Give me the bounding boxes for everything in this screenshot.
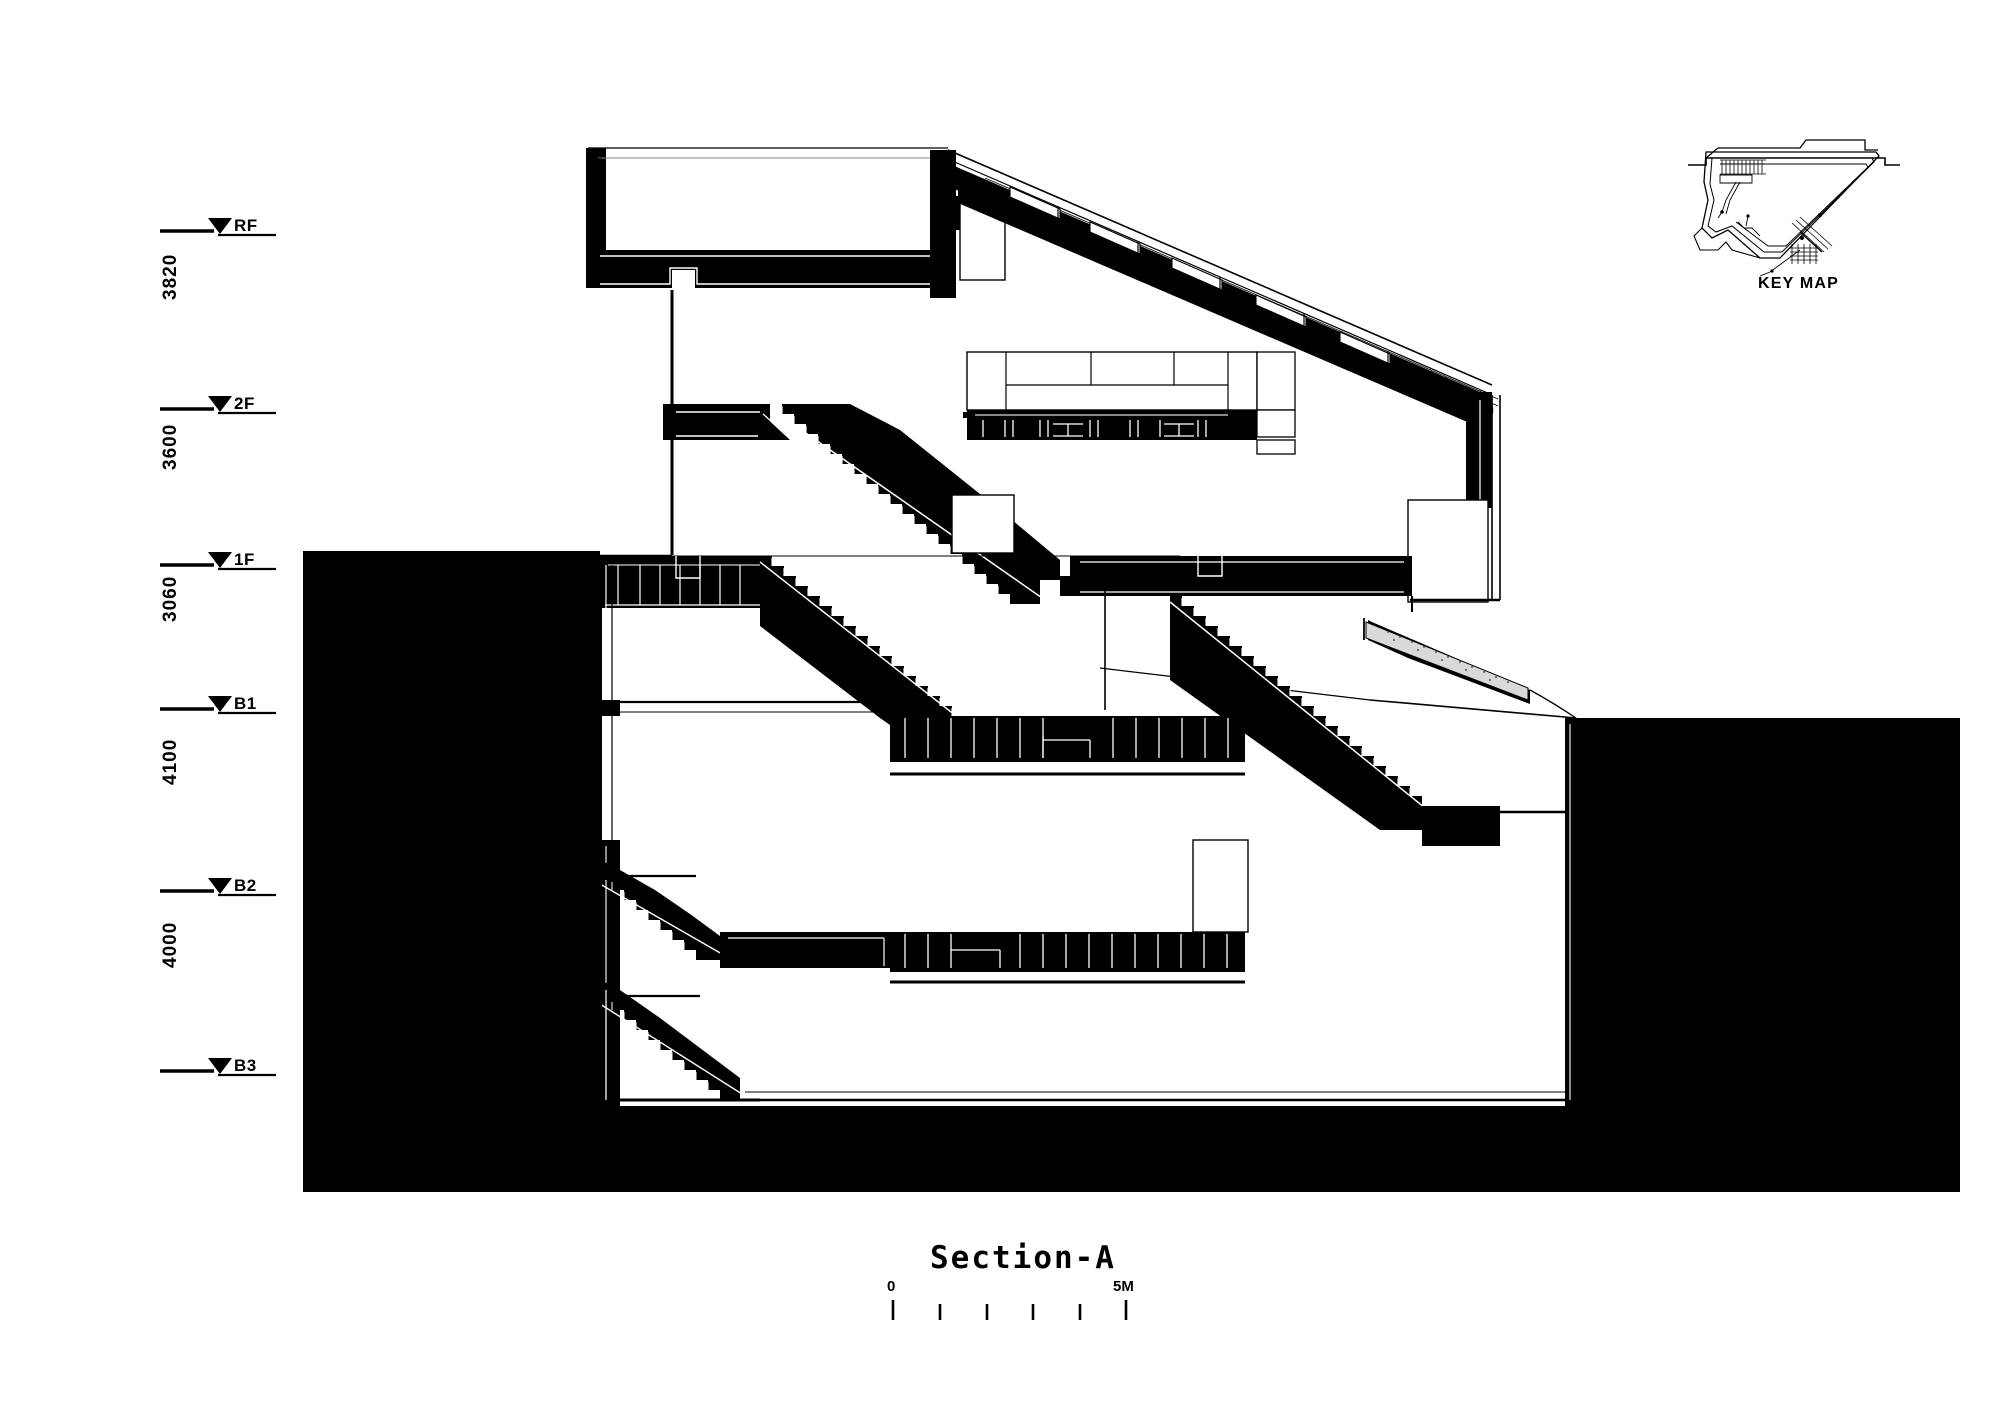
level-marker-1f [160,552,276,571]
level-label-b2: B2 [234,876,257,895]
key-map-graphic [1688,139,1900,277]
scale-bar-start-label: 0 [887,1278,896,1295]
scale-bar-end-label: 5M [1113,1278,1134,1295]
level-label-rf: RF [234,216,258,235]
second-floor-slab-and-stair [663,404,1170,604]
key-map-caption: KEY MAP [1758,275,1840,292]
dimension-label-b1-b2: 4100 [160,738,181,785]
dimension-label-b2-b3: 4000 [160,921,181,968]
dimension-label-1f-b1: 3060 [160,575,181,622]
dimension-label-2f-1f: 3600 [160,423,181,470]
level-marker-2f [160,396,276,415]
interior-walls [598,556,613,1106]
scale-bar-graphic [891,1300,1128,1320]
earth-poche [303,551,1960,1192]
level-label-2f: 2F [234,394,255,413]
level-marker-b3 [160,1058,276,1077]
level-marker-b2 [160,878,276,897]
roof-structure [586,147,1006,555]
right-exterior-wall [1407,392,1501,603]
b1-level-structure [600,700,1245,776]
level-marker-rf [160,218,276,237]
level-label-b3: B3 [234,1056,257,1075]
level-label-b1: B1 [234,694,257,713]
level-marker-group [160,218,276,1077]
b2-level-structure [599,839,1249,1106]
level-label-1f: 1F [234,550,255,569]
second-floor-volume [963,351,1296,455]
first-floor-slab [580,554,1413,710]
exterior-ramp-at-grade [1363,618,1577,719]
dimension-label-rf-2f: 3820 [160,253,181,300]
b3-level-structure [599,718,1577,1106]
level-marker-b1 [160,696,276,715]
sloped-glazed-roof [947,149,1499,430]
page-title: Section-A [930,1240,1116,1276]
stair-b1-to-b2 [1169,596,1576,846]
